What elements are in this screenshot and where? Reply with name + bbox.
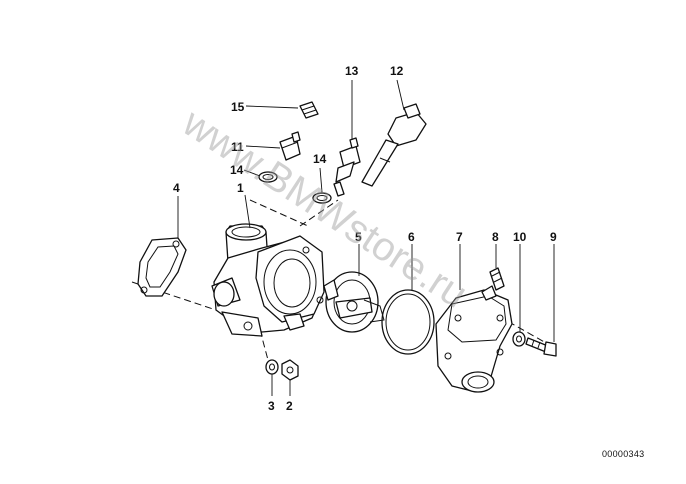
callout-9: 9 — [550, 230, 557, 244]
washer-part — [512, 331, 526, 347]
thermostat-part — [323, 271, 385, 333]
callout-15: 15 — [231, 100, 245, 114]
hex-nut-part — [281, 359, 299, 381]
callout-6: 6 — [408, 230, 415, 244]
plug-screw-part — [299, 101, 319, 119]
bleeder-screw-part — [489, 267, 505, 291]
callout-14-ring-upper: 14 — [230, 163, 244, 177]
callout-11: 11 — [231, 140, 244, 154]
callout-3: 3 — [268, 399, 275, 413]
sealing-ring-upper-part — [258, 171, 278, 183]
callout-1: 1 — [237, 181, 244, 195]
callout-8: 8 — [492, 230, 499, 244]
callout-2: 2 — [286, 399, 293, 413]
callout-13: 13 — [345, 64, 359, 78]
callout-7: 7 — [456, 230, 463, 244]
callout-12: 12 — [390, 64, 404, 78]
sealing-ring-lower-part — [312, 192, 332, 204]
leader-lines — [177, 79, 555, 396]
callout-4: 4 — [173, 181, 180, 195]
o-ring-part — [381, 289, 435, 355]
callout-10: 10 — [513, 230, 527, 244]
callout-labels: 15 11 14 1 4 14 13 12 5 6 7 8 10 9 3 2 — [173, 64, 557, 413]
callout-5: 5 — [355, 230, 362, 244]
bolt-part — [525, 337, 557, 357]
catalog-number: 00000343 — [602, 449, 645, 459]
thermostat-housing-part — [211, 223, 325, 337]
lock-washer-part — [265, 359, 279, 375]
gasket-part — [137, 237, 187, 297]
temperature-switch-part — [279, 131, 301, 161]
thermostat-cover-part — [435, 285, 513, 393]
temperature-sensor-part — [333, 137, 361, 197]
temperature-gauge-sensor-part — [361, 103, 427, 187]
callout-14-ring-lower: 14 — [313, 152, 327, 166]
